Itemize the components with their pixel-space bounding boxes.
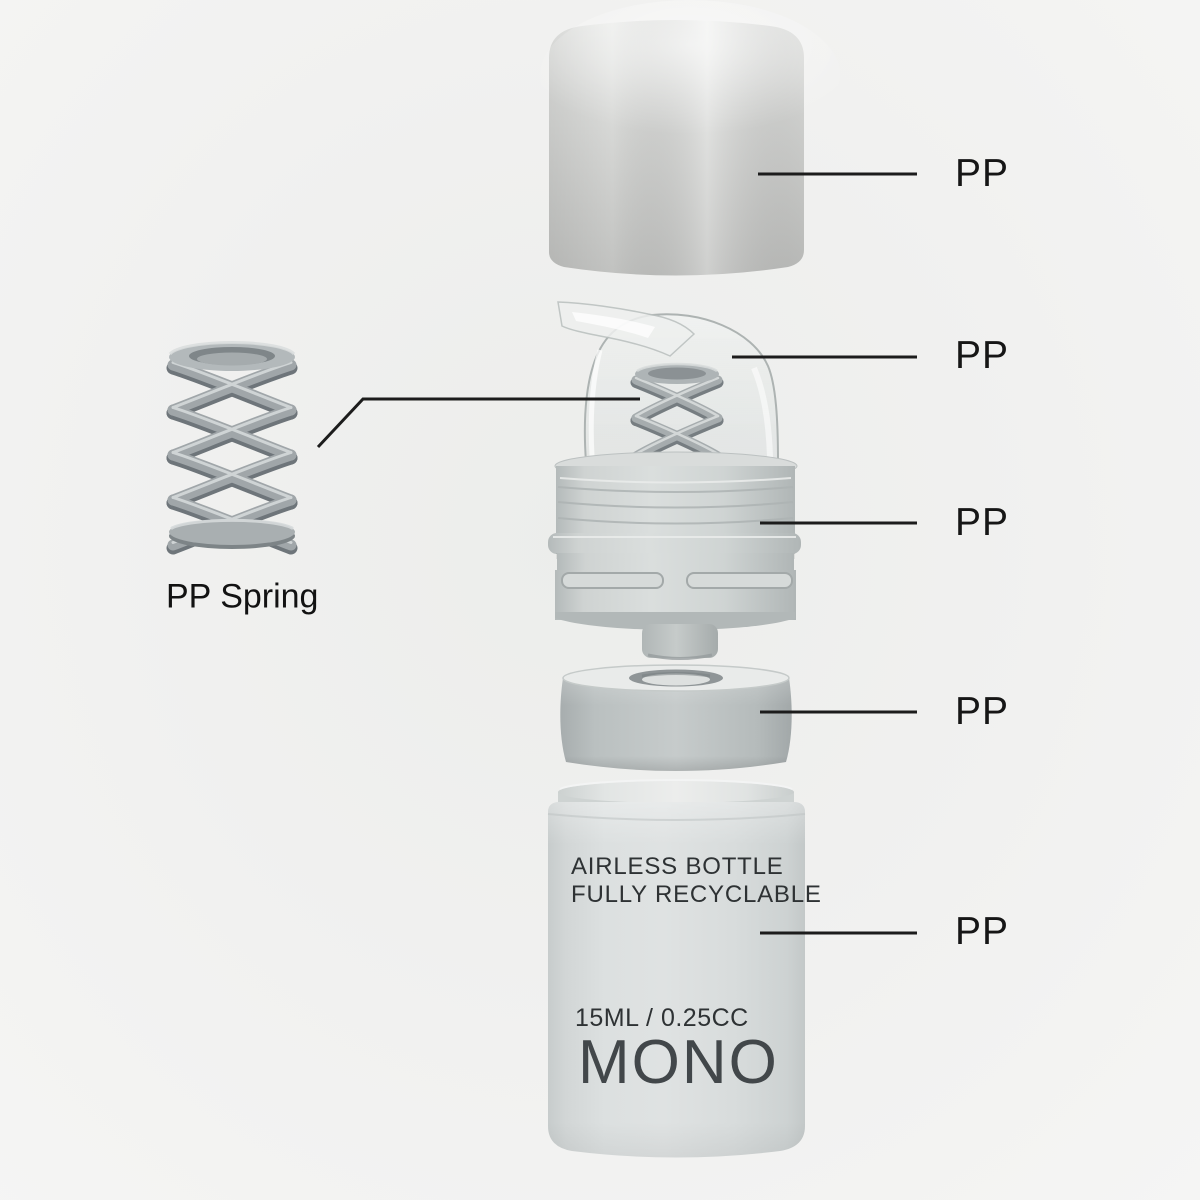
pp-spring-part [169,341,295,549]
label-pp-collar: PP [955,690,1010,733]
actuator-part [557,301,780,462]
bottle-part [547,779,806,1158]
label-pp-cap: PP [955,152,1010,195]
label-pp-spring: PP Spring [166,577,319,616]
bottle-text-line1: AIRLESS BOTTLE [571,853,784,880]
cap-part [540,0,840,276]
bottle-text-volume: 15ML / 0.25CC [575,1004,749,1032]
pump-housing-part [548,451,801,660]
leader-lines [316,172,917,935]
bottle-text-line2: FULLY RECYCLABLE [571,881,822,908]
collar-ring-part [560,664,792,771]
label-pp-bottle: PP [955,910,1010,953]
bottle-brand: MONO [578,1028,779,1097]
label-pp-actuator: PP [955,334,1010,377]
label-pp-pump: PP [955,501,1010,544]
